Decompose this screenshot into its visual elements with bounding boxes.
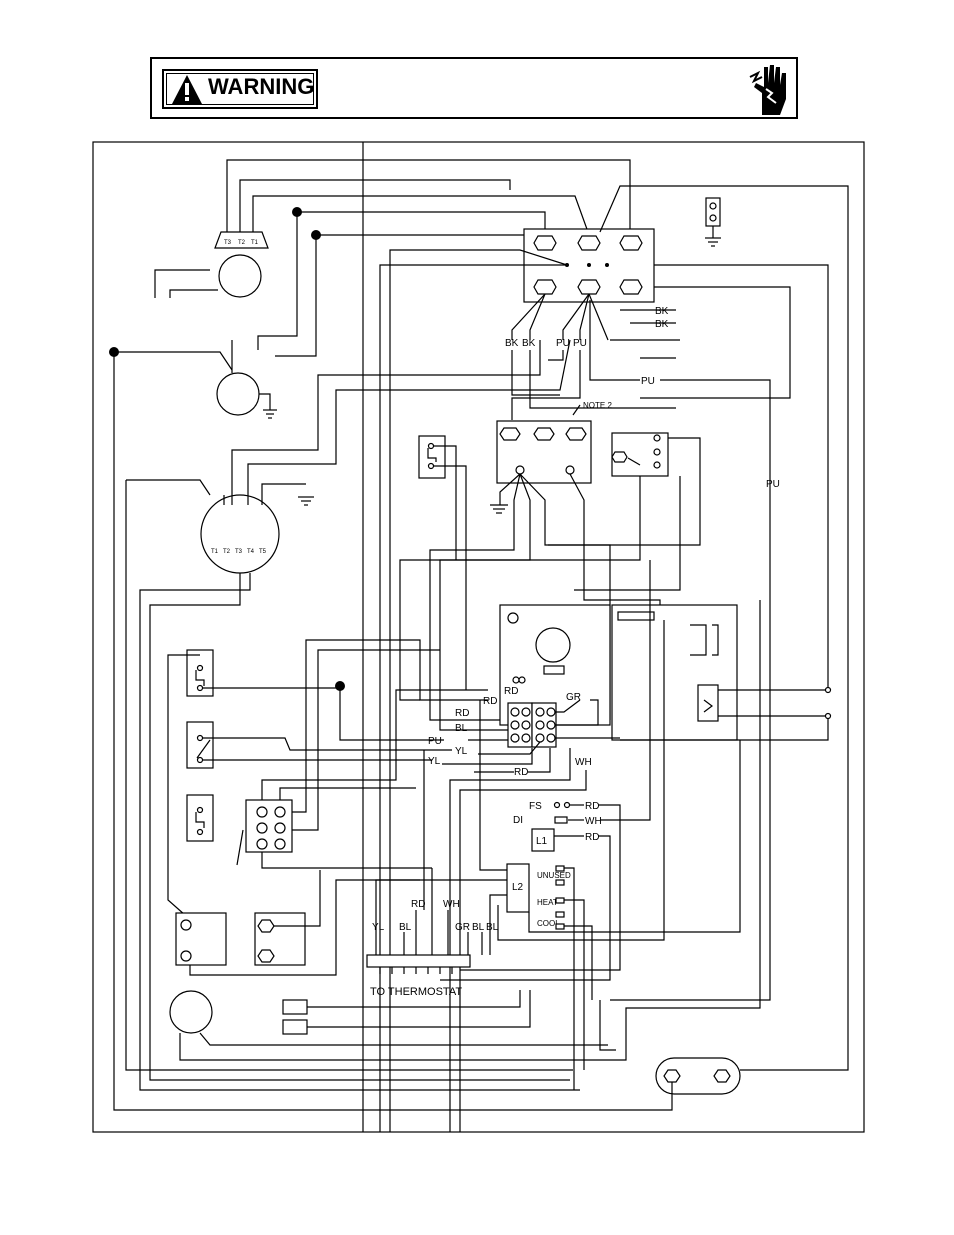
terminal-l2: L2 [512,882,524,893]
wire-label: WH [585,816,602,827]
wire-label: RD [585,832,599,843]
terminal-cool: COOL [537,919,560,928]
svg-text:T1: T1 [211,549,219,555]
wire-label: YL [428,756,441,767]
terminal-unused: UNUSED [537,871,571,880]
svg-text:T5: T5 [259,549,267,555]
svg-text:RD: RD [411,899,425,910]
svg-text:YL: YL [372,922,385,933]
svg-text:GR: GR [455,922,470,933]
wire-label: WH [575,757,592,768]
transformer-secondary [254,912,306,966]
svg-text:BL: BL [486,922,499,933]
wire-label: BL [455,723,468,734]
terminal-fs: FS [529,801,542,812]
gas-valve [611,432,669,477]
svg-text:BL: BL [399,922,412,933]
wire-label: BK [522,338,536,349]
wire-label: BK [655,306,669,317]
warning-badge: WARNING [162,69,318,109]
wire-label: PU [428,736,442,747]
wire-label: RD [514,767,528,778]
relay-block [496,420,592,484]
limit-switch-2 [186,794,214,842]
wire-label: PU [766,479,780,490]
motor-blower: T1 T2 T3 T4 T5 [200,494,280,574]
motor-top: T3 T2 T1 [214,231,269,298]
wire-label: PU [641,376,655,387]
flame-sensor [655,1057,741,1095]
capacitor [169,990,213,1034]
limit-switch-1 [186,649,214,697]
diagram-frame [92,141,865,1133]
svg-text:T3: T3 [224,240,232,246]
connector-plug [245,799,293,853]
wire-label: GR [566,692,581,703]
svg-text:T1: T1 [251,240,259,246]
svg-text:BL: BL [472,922,485,933]
fuse-block-1 [282,999,308,1015]
wire-label: YL [455,746,468,757]
motor-top-terminal: T3 T2 T1 [224,240,259,246]
wire-label: BK [655,319,669,330]
wire-label: RD [585,801,599,812]
wire-label: PU [573,338,587,349]
terminal-l1: L1 [536,836,548,847]
thermostat-terminal-strip [366,954,471,968]
wire-label: PU [556,338,570,349]
wire-label: RD [455,708,469,719]
note-label: NOTE 2 [583,401,612,410]
door-switch [697,684,719,722]
warning-label: WARNING [208,74,315,99]
fuse-block-2 [282,1019,308,1035]
svg-text:T2: T2 [238,240,246,246]
transformer [175,912,227,966]
svg-text:WH: WH [443,899,460,910]
control-board [499,604,611,748]
ground-terminal [705,197,721,247]
terminal-heat: HEAT [537,898,558,907]
thermostat-wire-labels: YL BL RD WH GR BL BL [372,899,499,933]
wire-label: RD [504,686,518,697]
wire-label: BK [505,338,519,349]
svg-text:T3: T3 [235,549,243,555]
warning-banner: WARNING [150,57,798,119]
wire-label: RD [483,696,497,707]
warning-triangle-icon [172,75,202,104]
motor-inducer [216,340,277,419]
svg-text:T4: T4 [247,549,255,555]
terminal-di: DI [513,815,523,826]
pressure-switch [418,435,446,479]
board-terminals: FS DI L1 L2 UNUSED HEAT COOL [506,801,571,930]
rollout-switch [186,721,214,769]
thermostat-label: TO THERMOSTAT [370,986,462,998]
svg-text:T2: T2 [223,549,231,555]
electric-shock-hand-icon [749,65,786,115]
